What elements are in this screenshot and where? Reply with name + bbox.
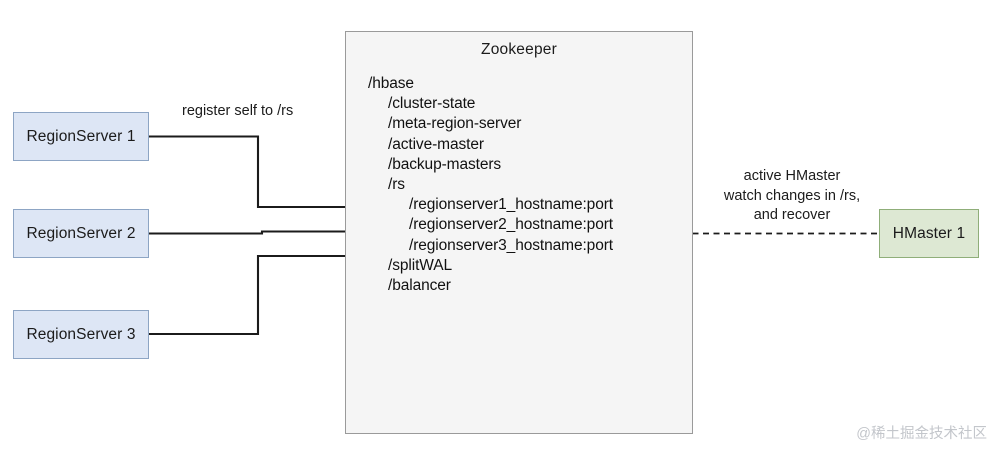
node-regionserver-3[interactable]: RegionServer 3	[13, 310, 149, 359]
edge-label-register-self: register self to /rs	[182, 103, 294, 119]
edge-label-hmaster-watch-line-3: and recover	[753, 207, 831, 223]
zookeeper-title: Zookeeper	[481, 41, 557, 58]
znode-cluster-state: /cluster-state	[388, 95, 476, 113]
connector-regionserver-1	[149, 135, 357, 211]
node-regionserver-1[interactable]: RegionServer 1	[13, 112, 149, 161]
znode-balancer: /balancer	[388, 277, 451, 295]
node-regionserver-3-label: RegionServer 3	[26, 325, 136, 343]
connector-regionserver-3	[149, 252, 357, 336]
node-regionserver-1-label: RegionServer 1	[26, 127, 136, 145]
znode-regionserver3: /regionserver3_hostname:port	[409, 236, 613, 254]
node-regionserver-2[interactable]: RegionServer 2	[13, 209, 149, 258]
edge-label-hmaster-watch: active HMaster watch changes in /rs, and…	[707, 167, 877, 226]
zookeeper-znode-tree: /hbase /cluster-state /meta-region-serve…	[346, 74, 692, 296]
node-regionserver-2-label: RegionServer 2	[26, 224, 136, 242]
znode-meta-region-server: /meta-region-server	[388, 115, 522, 133]
edge-label-hmaster-watch-line-1: active HMaster	[743, 168, 841, 184]
znode-active-master: /active-master	[388, 135, 484, 153]
connector-regionserver-2	[149, 228, 357, 235]
znode-regionserver1: /regionserver1_hostname:port	[409, 196, 613, 214]
node-hmaster-1-label: HMaster 1	[892, 224, 966, 242]
watermark: @稀土掘金技术社区	[856, 426, 987, 442]
node-hmaster-1[interactable]: HMaster 1	[879, 209, 979, 258]
znode-backup-masters: /backup-masters	[388, 155, 502, 173]
znode-hbase: /hbase	[368, 75, 414, 92]
znode-splitwal: /splitWAL	[388, 256, 452, 274]
znode-rs: /rs	[388, 176, 405, 194]
edge-label-hmaster-watch-line-2: watch changes in /rs,	[723, 187, 861, 204]
znode-regionserver2: /regionserver2_hostname:port	[409, 216, 613, 234]
node-zookeeper[interactable]: Zookeeper /hbase /cluster-state /meta-re…	[345, 31, 693, 434]
